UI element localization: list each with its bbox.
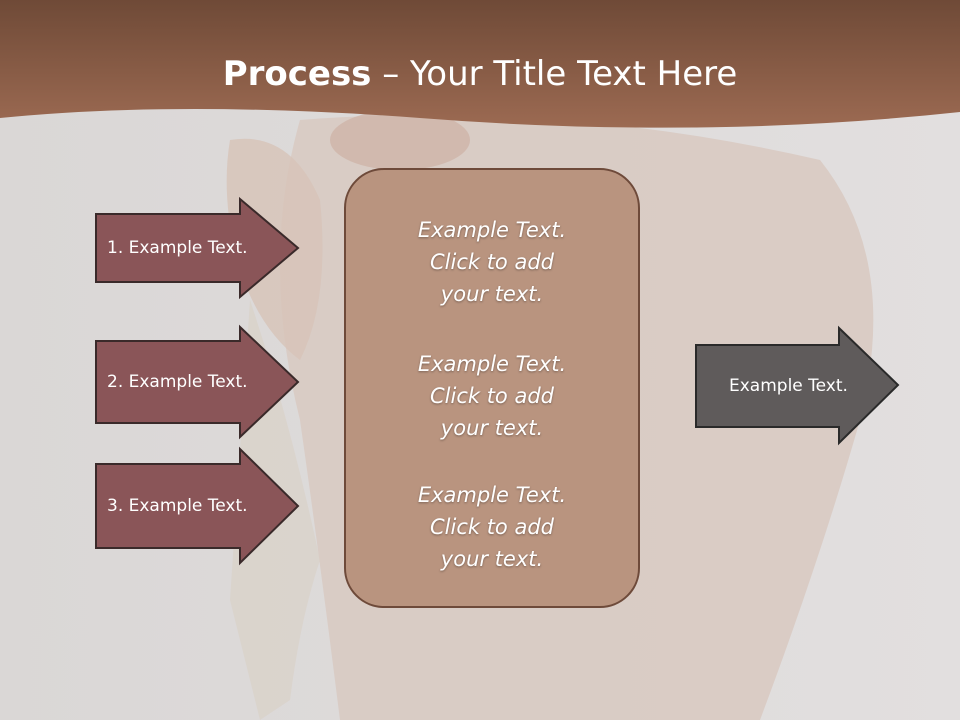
step-label-3: 3. Example Text.	[107, 496, 248, 516]
center-block-line: Example Text.	[417, 352, 567, 376]
step-label-1: 1. Example Text.	[107, 238, 248, 258]
step-arrow-1[interactable]: 1. Example Text.	[95, 196, 300, 300]
step-arrow-3[interactable]: 3. Example Text.	[95, 446, 300, 566]
center-block-line: Click to add	[429, 250, 554, 274]
center-block-line: Example Text.	[417, 218, 567, 242]
result-label: Example Text.	[729, 375, 848, 396]
slide-title: Process – Your Title Text Here	[0, 52, 960, 96]
right-arrow-shape	[95, 446, 300, 566]
title-bold: Process	[222, 54, 372, 94]
center-block-line: Click to add	[429, 384, 554, 408]
right-arrow-shape	[695, 325, 900, 446]
center-block-3: Example Text. Click to add your text.	[346, 479, 638, 575]
title-rest: – Your Title Text Here	[371, 54, 738, 94]
center-text-box[interactable]: Example Text. Click to add your text. Ex…	[344, 168, 640, 608]
center-block-line: your text.	[440, 547, 544, 571]
title-banner	[0, 0, 960, 128]
center-block-line: your text.	[440, 416, 544, 440]
center-block-2: Example Text. Click to add your text.	[346, 348, 638, 444]
result-arrow[interactable]: Example Text.	[695, 325, 900, 446]
center-block-1: Example Text. Click to add your text.	[346, 214, 638, 310]
center-block-line: Example Text.	[417, 483, 567, 507]
step-arrow-2[interactable]: 2. Example Text.	[95, 324, 300, 440]
center-block-line: Click to add	[429, 515, 554, 539]
right-arrow-shape	[95, 196, 300, 300]
right-arrow-shape	[95, 324, 300, 440]
center-block-line: your text.	[440, 282, 544, 306]
step-label-2: 2. Example Text.	[107, 372, 248, 392]
